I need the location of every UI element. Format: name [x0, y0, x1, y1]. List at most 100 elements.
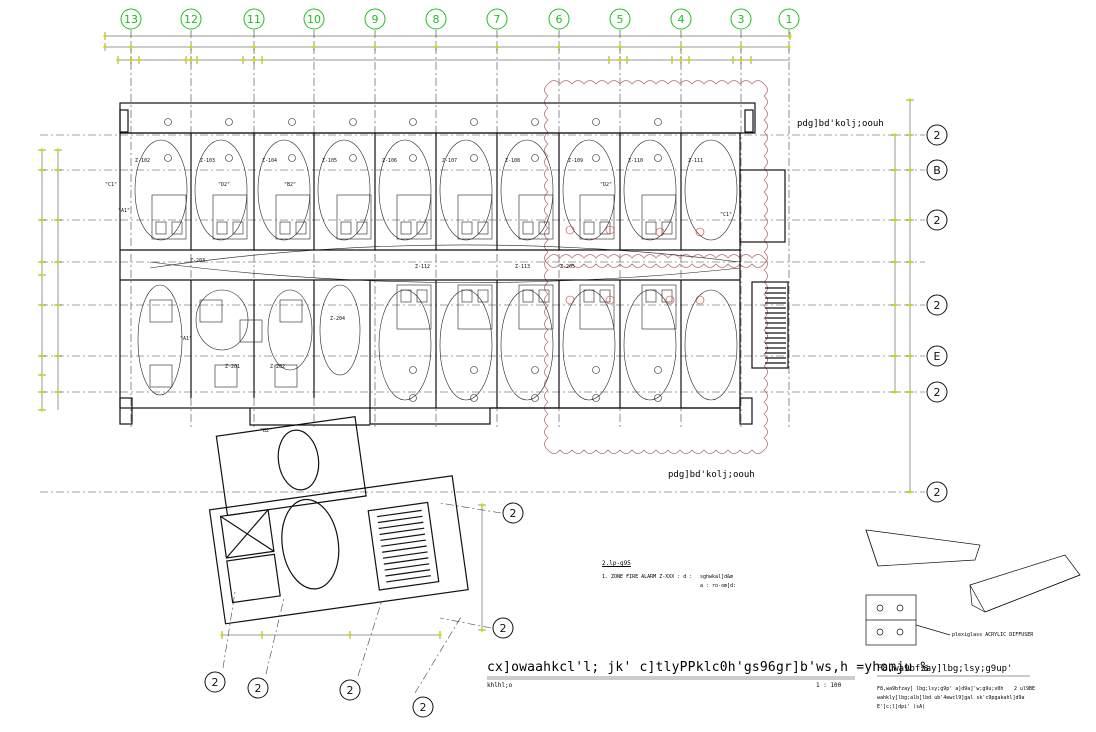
downlight [592, 154, 600, 162]
angled-wing [208, 416, 469, 625]
toilet [538, 221, 550, 235]
toilet [661, 221, 673, 235]
toilet [416, 221, 428, 235]
diffuser-plan-hole [876, 628, 884, 636]
column [119, 109, 129, 133]
detail-line-3: wahkly]lbg;alb]lbd ub'4ewcl9]gal sk'c9pg… [877, 695, 1025, 701]
dim-node [129, 58, 133, 62]
legend-line-2: sghwkal]d&m [700, 574, 734, 580]
dim-node [40, 373, 44, 377]
grid-top-4-label: 4 [678, 13, 685, 26]
type-label: "D2" [600, 182, 612, 188]
dim-node [56, 260, 60, 264]
grid-top-11-circle [243, 8, 265, 30]
room-circuit [562, 139, 616, 241]
stair-tread [385, 569, 431, 577]
diffuser-edge [865, 529, 879, 567]
diffuser-plan-hole [896, 604, 904, 612]
room-circuit [439, 289, 493, 401]
downlight [409, 366, 417, 374]
bath-block [518, 194, 554, 240]
grid-right-2-circle [926, 209, 948, 231]
dim-node [679, 58, 683, 62]
room-circuit [378, 289, 432, 401]
toilet [356, 221, 368, 235]
grid-bottom-1-circle [247, 677, 269, 699]
grid-side-1-circle [492, 617, 514, 639]
toilet [645, 289, 657, 303]
grid-right-2-label: 2 [934, 214, 941, 227]
grid-bottom-0-label: 2 [212, 676, 219, 689]
dim-node [40, 408, 44, 412]
toilet [583, 289, 595, 303]
toilet [645, 221, 657, 235]
bath-block [579, 284, 615, 330]
bath-block [212, 194, 248, 240]
bath-block [275, 194, 311, 240]
grid-right-6-label: 2 [934, 486, 941, 499]
stair-tread [386, 575, 431, 583]
type-label: "B2" [284, 182, 296, 188]
dim-node [40, 218, 44, 222]
dim-node [893, 168, 897, 172]
wing-circuit [281, 498, 340, 590]
grid-side-0-label: 2 [510, 507, 517, 520]
dim-node [189, 45, 193, 49]
stair-tread [378, 521, 424, 530]
stair-tread [381, 539, 426, 547]
downlight [654, 366, 662, 374]
dim-node [195, 58, 199, 62]
stair-tread [384, 563, 430, 571]
dim-node [373, 45, 377, 49]
toilet [400, 289, 412, 303]
stair-tread [377, 509, 422, 518]
room-label: Z-104 [262, 158, 277, 164]
downlight [470, 366, 478, 374]
lift-x [225, 509, 269, 559]
room-circuit [684, 139, 738, 241]
grid-top-10-label: 10 [307, 13, 321, 26]
stair-tread [379, 527, 425, 536]
toilet [279, 221, 291, 235]
building-walls [119, 102, 789, 625]
room-circuit [134, 139, 188, 241]
downlight [470, 394, 478, 402]
grid-top-4-circle [670, 8, 692, 30]
grid-bottom-0-circle [204, 671, 226, 693]
wing-link [215, 416, 367, 517]
room-label: Z-112 [415, 264, 430, 270]
dim-node [220, 633, 224, 637]
dim-node [40, 354, 44, 358]
grid-top-11-label: 11 [247, 13, 261, 26]
grid-top-9-circle [364, 8, 386, 30]
dim-node [908, 133, 912, 137]
service-fixture [274, 364, 298, 388]
downlight [225, 154, 233, 162]
detail-title: F8,wa9bfzay]lbg;lsy;g9up' [877, 664, 1013, 674]
diffuser-plan-hole [896, 628, 904, 636]
dim-node [908, 303, 912, 307]
downlight [592, 366, 600, 374]
dim-node [438, 633, 442, 637]
dim-node [908, 218, 912, 222]
dim-node [893, 390, 897, 394]
grid-top-6-label: 6 [556, 13, 563, 26]
downlight [288, 118, 296, 126]
grid-bottom-3-label: 2 [420, 701, 427, 714]
toilet [155, 221, 167, 235]
lower-block-edge [369, 280, 740, 425]
downlight [409, 118, 417, 126]
grid-top-8-label: 8 [433, 13, 440, 26]
detail-line-2: 2 ul9BE [1014, 686, 1036, 692]
grid-right-5-circle [926, 381, 948, 403]
type-label: "C1" [720, 212, 732, 218]
column [119, 397, 133, 425]
grid-top-5-label: 5 [617, 13, 624, 26]
stair-tread [382, 551, 428, 559]
grid-top-10-circle [303, 8, 325, 30]
bath-block [457, 194, 493, 240]
type-label: "A1" [180, 336, 192, 342]
